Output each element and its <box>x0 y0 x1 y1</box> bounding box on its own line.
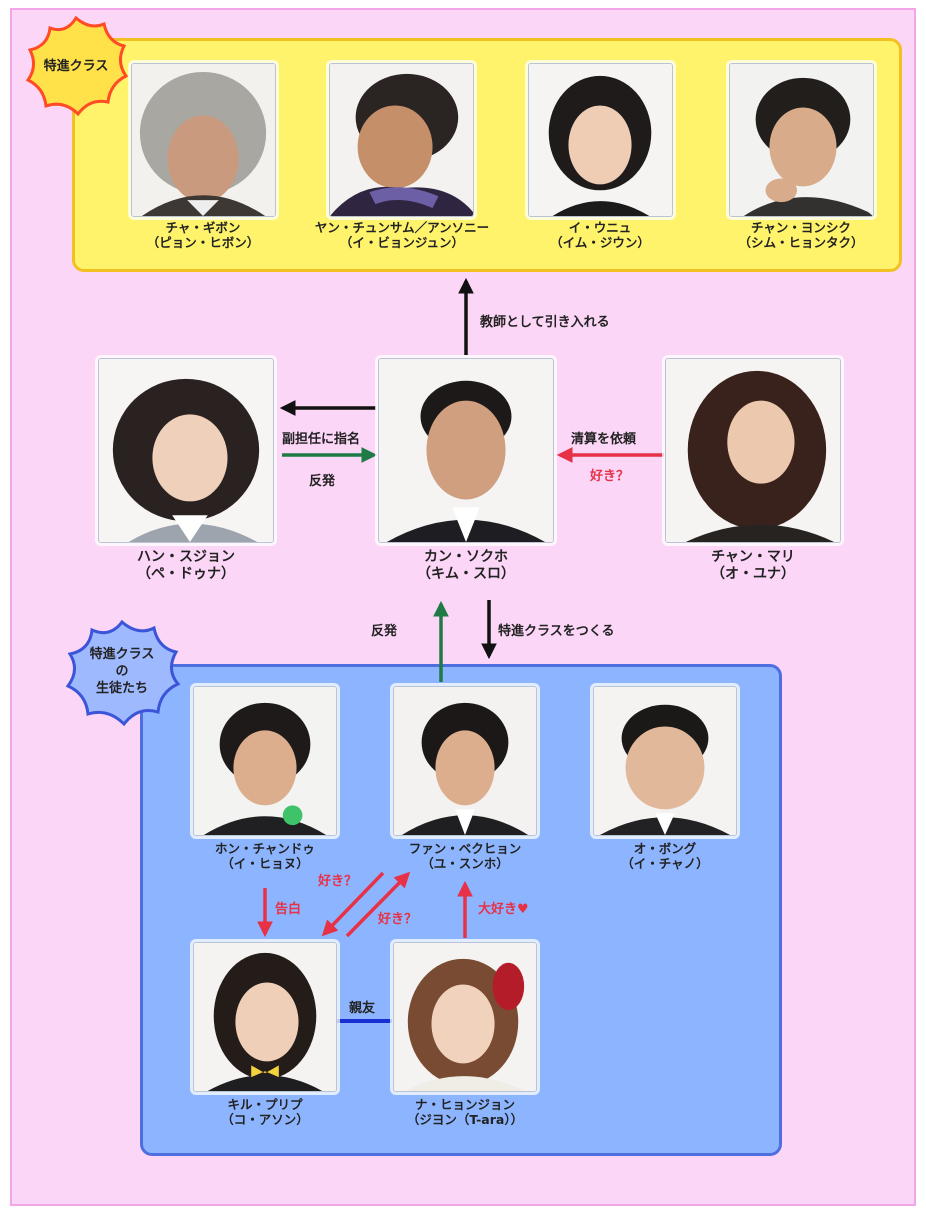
han-sujeong-actor: （ペ・ドゥナ） <box>137 565 235 582</box>
chan-yongsik-name: チャン・ヨンシク <box>751 220 851 235</box>
portrait-lee-ueunyu <box>528 63 673 217</box>
portrait-image <box>194 687 336 835</box>
lee-ueunyu-actor: （イム・ジウン） <box>550 235 650 250</box>
gil-pulip-name: キル・プリプ <box>227 1097 303 1112</box>
special-class-badge-label: 特進クラス <box>43 59 109 74</box>
hong-chandu-actor: （イ・ヒョヌ） <box>221 856 309 871</box>
students-badge: 特進クラス の 生徒たち <box>62 618 182 730</box>
lee-ueunyu-label: イ・ウニュ （イム・ジウン） <box>515 220 685 250</box>
lee-ueunyu-name: イ・ウニュ <box>568 220 632 235</box>
bestfriend-label: 親友 <box>349 1001 376 1016</box>
portrait-oh-bongu <box>593 686 737 836</box>
like-arrow-a <box>321 871 385 937</box>
yang-chunsam-actor: （イ・ビョンジュン） <box>339 235 465 250</box>
portrait-hwang-baekhyeon <box>393 686 537 836</box>
portrait-cha-gibon <box>131 63 276 217</box>
settlement-label: 清算を依頼 <box>571 432 637 447</box>
portrait-image <box>379 359 553 542</box>
students-badge-line-2: の <box>115 664 129 679</box>
portrait-image <box>594 687 736 835</box>
rebel-students-label: 反発 <box>371 624 398 639</box>
oh-bongu-actor: （イ・チャノ） <box>621 856 709 871</box>
chan-yongsik-actor: （シム・ヒョンタク） <box>738 235 864 250</box>
portrait-image <box>666 359 840 542</box>
oh-bongu-name: オ・ボング <box>633 841 697 856</box>
cha-gibon-name: チャ・ギボン <box>165 220 241 235</box>
vice-relation-label: 副担任に指名 <box>282 432 361 447</box>
portrait-image <box>730 64 873 216</box>
like-label-a: 好き？ <box>318 874 358 889</box>
teacher-relation-label: 教師として引き入れる <box>480 315 610 330</box>
hwang-baekhyeon-name: ファン・ベクヒョン <box>408 841 522 856</box>
make-class-label: 特進クラスをつくる <box>498 624 615 639</box>
portrait-na-hyeonjeong <box>393 942 537 1092</box>
jang-mari-name: チャン・マリ <box>711 549 795 565</box>
portrait-image <box>99 359 273 542</box>
kang-sukho-name: カン・ソクホ <box>424 549 508 565</box>
han-sujeong-label: ハン・スジョン （ペ・ドゥナ） <box>96 549 276 583</box>
portrait-han-sujeong <box>98 358 274 543</box>
gil-pulip-label: キル・プリプ （コ・アソン） <box>180 1097 350 1127</box>
portrait-image <box>529 64 672 216</box>
like-arrow-b <box>345 871 411 938</box>
love-label: 大好き♥ <box>478 902 529 917</box>
special-class-badge: 特進クラス <box>20 14 132 122</box>
portrait-image <box>330 64 473 216</box>
hong-chandu-name: ホン・チャンドゥ <box>215 841 315 856</box>
na-hyeonjeong-label: ナ・ヒョンジョン （ジヨン（T-ara）） <box>380 1097 550 1127</box>
hong-chandu-label: ホン・チャンドゥ （イ・ヒョヌ） <box>180 841 350 871</box>
portrait-kang-sukho <box>378 358 554 543</box>
like-mari-label: 好き？ <box>590 469 630 484</box>
portrait-image <box>394 687 536 835</box>
oh-bongu-label: オ・ボング （イ・チャノ） <box>580 841 750 871</box>
jang-mari-actor: （オ・ユナ） <box>711 565 795 582</box>
portrait-yang-chunsam <box>329 63 474 217</box>
gil-pulip-actor: （コ・アソン） <box>221 1112 309 1127</box>
na-hyeonjeong-name: ナ・ヒョンジョン <box>414 1097 515 1112</box>
portrait-jang-mari <box>665 358 841 543</box>
portrait-gil-pulip <box>193 942 337 1092</box>
han-sujeong-name: ハン・スジョン <box>137 549 235 565</box>
portrait-image <box>132 64 275 216</box>
like-label-b: 好き？ <box>378 912 418 927</box>
portrait-image <box>194 943 336 1091</box>
cha-gibon-actor: （ピョン・ヒボン） <box>146 235 260 250</box>
rebel-han-label: 反発 <box>309 474 336 489</box>
hwang-baekhyeon-actor: （ユ・スンホ） <box>421 856 509 871</box>
kang-sukho-label: カン・ソクホ （キム・スロ） <box>376 549 556 583</box>
hwang-baekhyeon-label: ファン・ベクヒョン （ユ・スンホ） <box>380 841 550 871</box>
jang-mari-label: チャン・マリ （オ・ユナ） <box>663 549 843 583</box>
yang-chunsam-name: ヤン・チュンサム／アンソニー <box>314 220 490 235</box>
yang-chunsam-label: ヤン・チュンサム／アンソニー （イ・ビョンジュン） <box>286 220 518 250</box>
kang-sukho-actor: （キム・スロ） <box>417 565 515 582</box>
na-hyeonjeong-actor: （ジヨン（T-ara）） <box>406 1112 524 1127</box>
cha-gibon-label: チャ・ギボン （ピョン・ヒボン） <box>118 220 288 250</box>
students-badge-line-3: 生徒たち <box>95 681 148 696</box>
portrait-image <box>394 943 536 1091</box>
portrait-hong-chandu <box>193 686 337 836</box>
chan-yongsik-label: チャン・ヨンシク （シム・ヒョンタク） <box>706 220 896 250</box>
students-badge-line-1: 特進クラス <box>89 647 155 662</box>
confess-label: 告白 <box>275 902 302 917</box>
portrait-chan-yongsik <box>729 63 874 217</box>
